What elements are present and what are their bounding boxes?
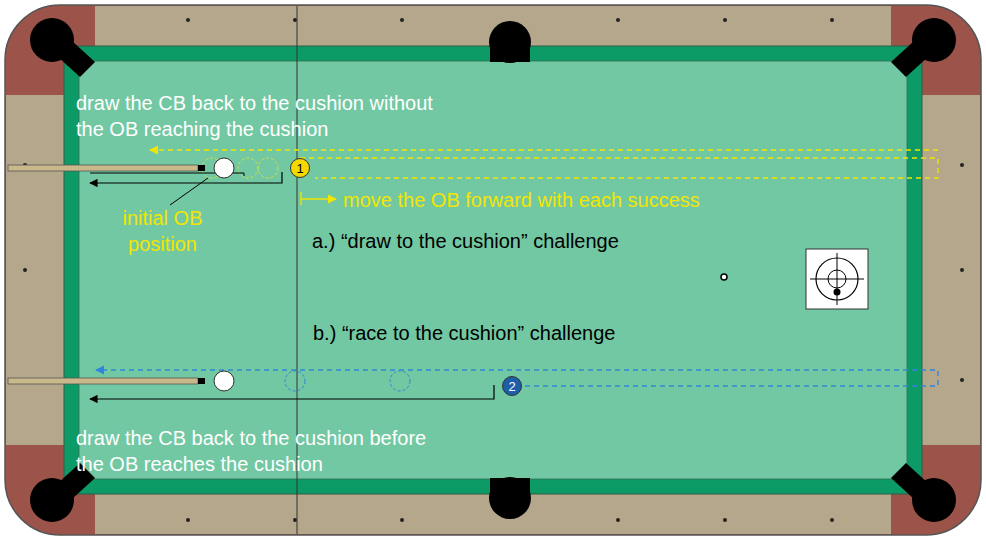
ball-number: 1 — [296, 162, 303, 175]
diamond-marker — [23, 18, 964, 522]
instruction-note: draw the CB back to the cushion without … — [76, 90, 441, 142]
object-ball: 1 — [290, 158, 310, 178]
callout-note: initial OB position — [100, 205, 225, 257]
foot-spot — [721, 274, 727, 280]
drill-title: b.) “race to the cushion” challenge — [313, 320, 615, 346]
race-drill-b — [8, 370, 938, 399]
instruction-note: move the OB forward with each success — [343, 187, 700, 213]
table-frame — [5, 5, 981, 535]
cushion — [64, 46, 922, 494]
pocket — [30, 18, 956, 522]
rail — [920, 95, 980, 445]
rail — [6, 95, 66, 445]
cue-tip-icon — [806, 249, 868, 309]
object-ball: 2 — [502, 376, 522, 396]
instruction-note: draw the CB back to the cushion before t… — [76, 425, 441, 477]
ball-number: 2 — [508, 380, 515, 393]
drill-title: a.) “draw to the cushion” challenge — [312, 228, 619, 254]
